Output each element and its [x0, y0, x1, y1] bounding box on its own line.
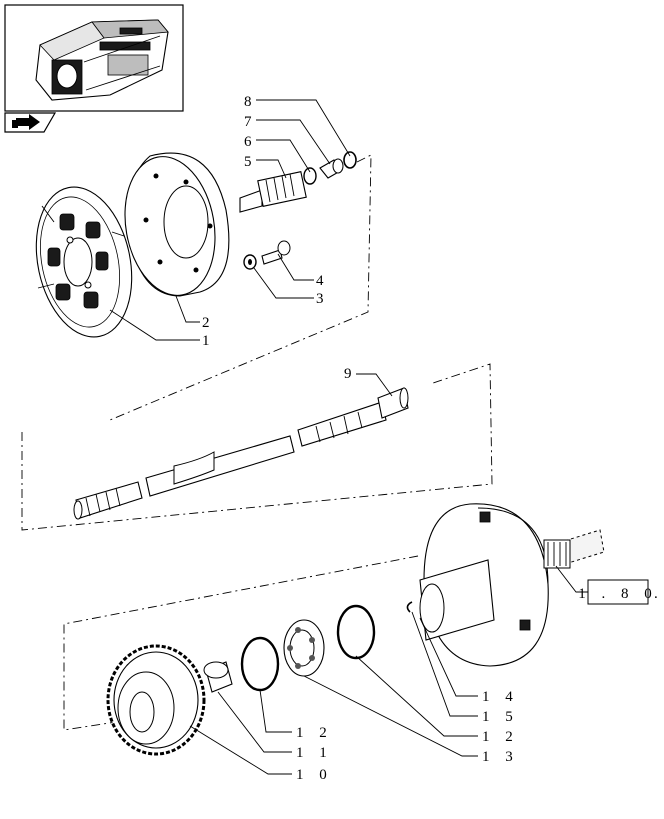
thumbnail-frame	[4, 4, 184, 112]
flywheel-housing	[124, 152, 230, 297]
bush-11	[203, 661, 233, 693]
collar-7	[319, 158, 344, 179]
callout-12a: 1 2	[296, 725, 333, 741]
leaders-group-3	[189, 611, 478, 775]
callout-labels: 8 7 6 5 4 3 2 1 9 1 4 1 5 1 2 1 3 1 2 1 …	[202, 94, 519, 783]
reference-shaft	[543, 529, 605, 593]
reference-number: 1 . 8 0	[578, 586, 658, 602]
callout-13: 1 3	[482, 749, 519, 765]
hub-flange-14	[419, 503, 549, 667]
leaders-group-1	[109, 99, 351, 341]
washer-3	[243, 254, 257, 270]
bearing-13	[283, 619, 325, 677]
callout-8: 8	[244, 94, 252, 110]
callout-6: 6	[244, 134, 252, 150]
cross-reference-box[interactable]: 1 . 8 0 .	[578, 579, 658, 605]
circlip-15	[406, 601, 413, 613]
clutch-plate	[35, 186, 133, 338]
callout-7: 7	[244, 114, 252, 130]
transmission-housing-icon	[35, 19, 169, 101]
o-ring-8	[343, 151, 357, 169]
assembly-boundary-2	[21, 363, 493, 531]
callout-11: 1 1	[296, 745, 333, 761]
snap-ring-12b	[336, 604, 376, 660]
callout-9: 9	[344, 366, 352, 382]
callout-12b: 1 2	[482, 729, 519, 745]
callout-14: 1 4	[482, 689, 519, 705]
callout-15: 1 5	[482, 709, 519, 725]
callout-1: 1	[202, 333, 210, 349]
assembly-boundary-1	[109, 154, 372, 421]
reference-suffix: .	[654, 586, 658, 602]
nav-tab[interactable]	[4, 112, 57, 133]
washer-6	[303, 167, 317, 185]
callout-5: 5	[244, 154, 252, 170]
callout-4: 4	[316, 273, 324, 289]
callout-2: 2	[202, 315, 210, 331]
arrow-right-icon	[12, 114, 40, 130]
snap-ring-12a	[240, 636, 280, 692]
callout-3: 3	[316, 291, 324, 307]
gear-10	[106, 644, 206, 756]
bolt-4	[261, 240, 291, 265]
callout-10: 1 0	[296, 767, 333, 783]
short-splined-shaft	[239, 171, 307, 213]
assembly-boundary-3	[63, 555, 419, 731]
long-input-shaft	[73, 373, 409, 520]
